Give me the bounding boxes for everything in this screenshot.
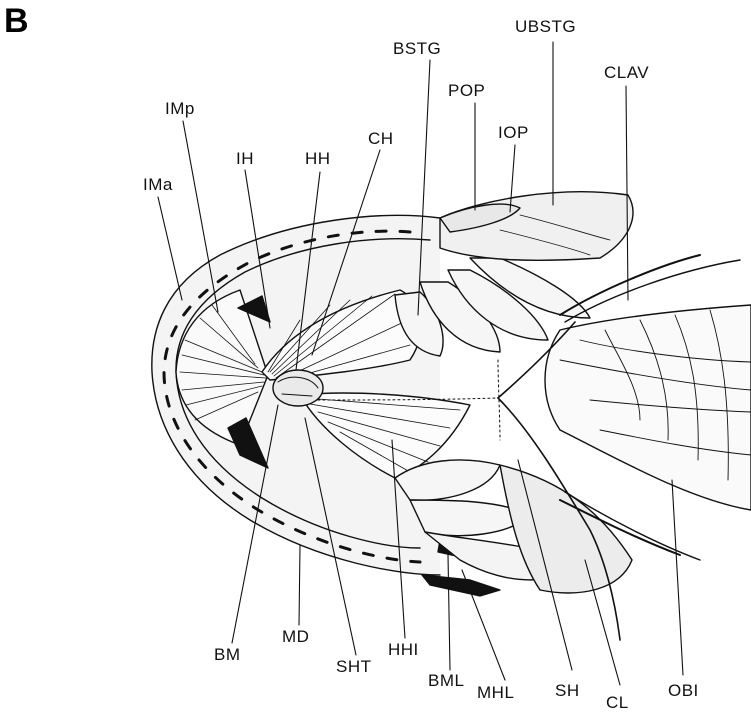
label-SH: SH bbox=[555, 682, 580, 699]
label-IMp: IMp bbox=[165, 100, 195, 117]
label-CLAV: CLAV bbox=[604, 64, 649, 81]
label-UBSTG: UBSTG bbox=[515, 18, 576, 35]
body-trunk bbox=[545, 305, 751, 510]
label-CL: CL bbox=[606, 694, 629, 711]
label-IMa: IMa bbox=[143, 176, 173, 193]
label-CH: CH bbox=[368, 130, 394, 147]
label-MD: MD bbox=[282, 628, 309, 645]
label-HH: HH bbox=[305, 150, 331, 167]
dark-patch-mhl bbox=[422, 575, 500, 596]
label-OBI: OBI bbox=[668, 682, 699, 699]
hypohyal-head bbox=[273, 370, 323, 406]
label-BSTG: BSTG bbox=[393, 40, 441, 57]
label-SHT: SHT bbox=[336, 658, 372, 675]
label-IOP: IOP bbox=[498, 124, 529, 141]
label-POP: POP bbox=[448, 82, 485, 99]
label-HHI: HHI bbox=[388, 641, 419, 658]
label-BM: BM bbox=[214, 646, 241, 663]
label-IH: IH bbox=[236, 150, 254, 167]
label-MHL: MHL bbox=[477, 684, 514, 701]
label-BML: BML bbox=[428, 672, 464, 689]
